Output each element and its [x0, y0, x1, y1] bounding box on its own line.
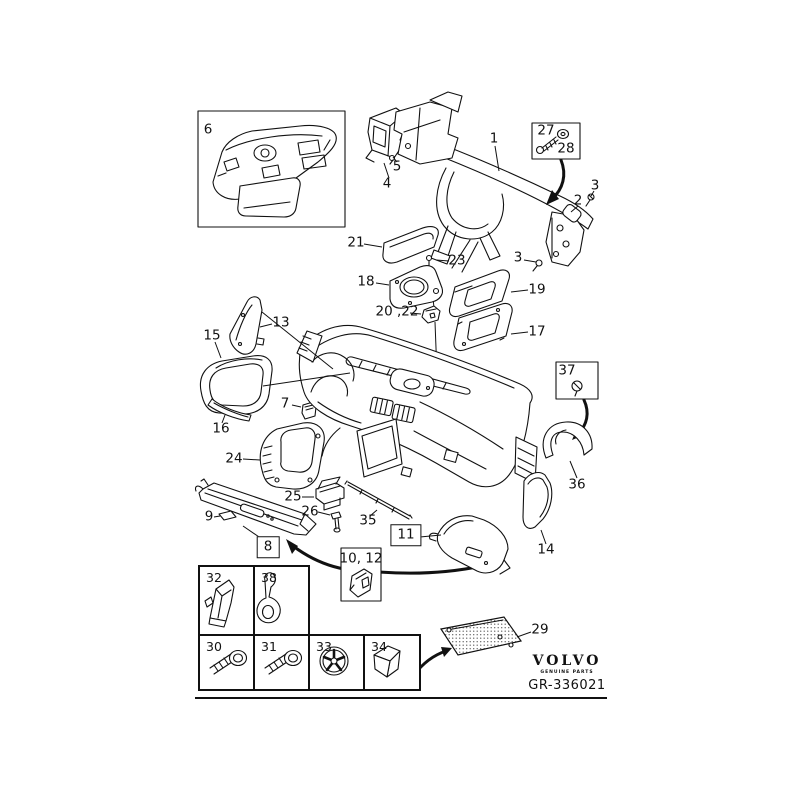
fastener-table — [198, 565, 421, 691]
callout-24: 24 — [225, 450, 243, 467]
clip-20-22-drawing — [421, 305, 441, 324]
table-cell-label-31: 31 — [261, 639, 277, 654]
callout-25: 25 — [284, 488, 302, 505]
callout-18: 18 — [357, 273, 375, 290]
column-cover-drawing — [259, 422, 325, 490]
callout-9: 9 — [204, 508, 214, 525]
table-cell-label-34: 34 — [371, 639, 387, 654]
screw-26-drawing — [330, 511, 342, 533]
volvo-logo: VOLVO — [532, 653, 602, 669]
callout-10-12: 10, 12 — [339, 550, 383, 567]
callout-20-22: 20 ,22 — [375, 303, 419, 320]
callout-28: 28 — [557, 140, 575, 157]
callout-35: 35 — [359, 512, 377, 529]
grab-handle-drawing — [542, 421, 593, 459]
end-panel-right-drawing — [522, 472, 553, 529]
rod-35-drawing — [344, 480, 413, 520]
table-cell-label-38: 38 — [261, 570, 277, 585]
table-cell-label-32: 32 — [206, 570, 222, 585]
drawing-number: GR-336021 — [528, 678, 606, 693]
cowl-trim-drawing — [194, 478, 317, 536]
bolt-31-icon — [264, 649, 303, 675]
leader-lines — [213, 145, 595, 638]
clip-box-10-12 — [340, 547, 382, 602]
genuine-parts-text: GENUINE PARTS — [540, 670, 594, 675]
bolt-washer-box-27-28 — [531, 122, 581, 205]
glovebox-panel-drawing — [428, 515, 511, 575]
callout-8: 8 — [256, 536, 280, 558]
callout-3: 3 — [513, 249, 523, 266]
callout-6: 6 — [203, 121, 213, 138]
inset-overview-drawing — [197, 110, 346, 228]
table-cell-label-30: 30 — [206, 639, 222, 654]
callout-4: 4 — [382, 175, 392, 192]
callout-2: 2 — [573, 192, 583, 209]
speaker-lid-drawing — [382, 226, 439, 264]
callout-13: 13 — [272, 314, 290, 331]
star-nut-33-icon — [319, 646, 349, 676]
callout-37: 37 — [558, 362, 576, 379]
callout-29: 29 — [531, 621, 549, 638]
bracket-32-icon — [204, 579, 235, 628]
callout-11: 11 — [390, 524, 422, 546]
callout-1: 1 — [489, 130, 499, 147]
callout-15: 15 — [203, 327, 221, 344]
callout-36: 36 — [568, 476, 586, 493]
bracket-25-drawing — [315, 476, 345, 511]
speaker-ring-drawing — [389, 265, 444, 309]
callout-14: 14 — [537, 541, 555, 558]
callout-26: 26 — [301, 503, 319, 520]
callout-27: 27 — [537, 122, 555, 139]
callout-16: 16 — [212, 420, 230, 437]
end-panel-left-drawing — [229, 296, 265, 355]
callout-3: 3 — [590, 177, 600, 194]
table-cell-label-33: 33 — [316, 639, 332, 654]
bolt-30-icon — [209, 649, 248, 675]
callout-21: 21 — [347, 234, 365, 251]
brand-block: VOLVO GENUINE PARTS GR-336021 — [521, 653, 613, 693]
callout-5: 5 — [392, 158, 402, 175]
dashboard-body-drawing — [296, 324, 538, 488]
callout-19: 19 — [528, 281, 546, 298]
hook-38-icon — [256, 572, 281, 624]
callout-23: 23 — [448, 252, 466, 269]
callout-17: 17 — [528, 323, 546, 340]
clip-34-icon — [373, 645, 401, 678]
callout-7: 7 — [280, 395, 290, 412]
display-lid-drawing — [448, 269, 510, 318]
trim-strip-drawing — [207, 398, 252, 422]
display-frame-drawing — [453, 302, 513, 352]
